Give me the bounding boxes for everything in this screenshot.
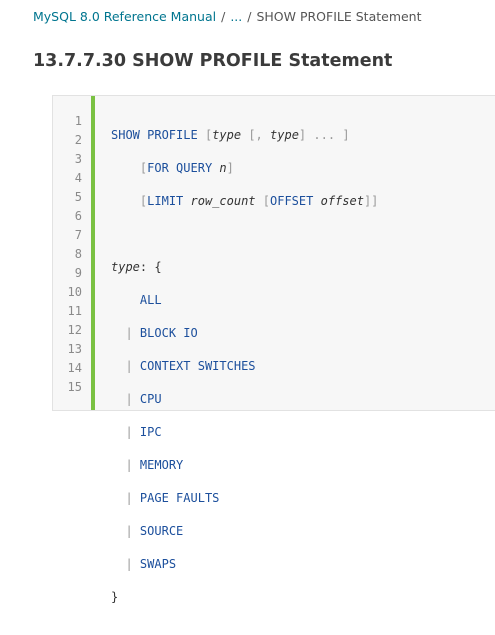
variable: type <box>270 128 299 142</box>
punct: ... <box>313 128 336 142</box>
punct: } <box>111 590 119 604</box>
line-number: 1 <box>74 114 82 128</box>
pipe: | <box>125 557 133 571</box>
line-number: 8 <box>74 247 82 261</box>
code-line: | CPU <box>111 390 378 409</box>
punct: [ <box>139 194 148 208</box>
code-line: | SWAPS <box>111 555 378 574</box>
code-line <box>111 225 378 244</box>
keyword: FOR QUERY <box>147 161 213 175</box>
keyword: PAGE FAULTS <box>139 491 220 505</box>
line-number: 7 <box>74 228 82 242</box>
code-line: | PAGE FAULTS <box>111 489 378 508</box>
breadcrumb-separator: / <box>221 9 226 24</box>
keyword: BLOCK IO <box>139 326 198 340</box>
code-line: } <box>111 588 378 607</box>
code-line: | IPC <box>111 423 378 442</box>
pipe: | <box>125 392 133 406</box>
line-number: 11 <box>67 304 82 318</box>
code-line: | SOURCE <box>111 522 378 541</box>
code-text[interactable]: SHOW PROFILE [type [, type] ... ] [FOR Q… <box>111 112 378 635</box>
code-line: [FOR QUERY n] <box>111 159 378 178</box>
punct: ] <box>298 128 307 142</box>
variable: type <box>212 128 242 142</box>
line-number: 4 <box>74 171 82 185</box>
punct: ]] <box>363 194 379 208</box>
line-number: 2 <box>74 133 82 147</box>
punct: [ <box>262 194 270 208</box>
line-number: 10 <box>67 285 82 299</box>
breadcrumb: MySQL 8.0 Reference Manual /... / SHOW PROF… <box>33 9 422 24</box>
page-title: 13.7.7.30 SHOW PROFILE Statement <box>33 51 393 71</box>
pipe: | <box>125 491 133 505</box>
code-line: [LIMIT row_count [OFFSET offset]] <box>111 192 379 211</box>
variable: type <box>111 260 140 274</box>
code-accent-bar <box>91 96 95 410</box>
punct: , <box>255 128 263 142</box>
keyword: ALL <box>139 293 162 307</box>
line-number: 6 <box>74 209 82 223</box>
punct: ] <box>342 128 350 142</box>
variable: offset <box>320 194 364 208</box>
variable: row_count <box>190 194 256 208</box>
line-number: 15 <box>67 380 82 394</box>
line-number: 13 <box>67 342 82 356</box>
line-number: 3 <box>74 152 82 166</box>
breadcrumb-separator: / <box>247 9 252 24</box>
line-number: 14 <box>67 361 82 375</box>
pipe: | <box>125 326 133 340</box>
variable: n <box>219 161 227 175</box>
code-line: | BLOCK IO <box>111 324 378 343</box>
breadcrumb-link-manual[interactable]: MySQL 8.0 Reference Manual <box>33 9 217 24</box>
code-line: ALL <box>111 291 378 310</box>
punct: ] <box>226 161 234 175</box>
keyword: SOURCE <box>139 524 184 538</box>
code-block: 1 2 3 4 5 6 7 8 9 10 11 12 13 14 15 SHOW… <box>52 95 495 604</box>
keyword: OFFSET <box>270 194 314 208</box>
code-line: | MEMORY <box>111 456 378 475</box>
code-line: | CONTEXT SWITCHES <box>111 357 378 376</box>
code-line: SHOW PROFILE [type [, type] ... ] <box>111 126 378 145</box>
code-line: type: { <box>111 258 378 277</box>
pipe: | <box>125 458 133 472</box>
line-number: 12 <box>67 323 82 337</box>
punct: [ <box>139 161 148 175</box>
keyword: CONTEXT SWITCHES <box>139 359 256 373</box>
line-number-gutter: 1 2 3 4 5 6 7 8 9 10 11 12 13 14 15 <box>53 96 91 410</box>
line-number: 5 <box>74 190 82 204</box>
keyword: MEMORY <box>139 458 184 472</box>
keyword: CPU <box>139 392 162 406</box>
pipe: | <box>125 425 133 439</box>
pipe: | <box>125 359 133 373</box>
pipe: | <box>125 524 133 538</box>
punct: [ <box>248 128 256 142</box>
keyword: SHOW PROFILE <box>111 128 198 142</box>
line-number: 9 <box>74 266 82 280</box>
breadcrumb-link-ellipsis[interactable]: ... <box>230 9 243 24</box>
keyword: SWAPS <box>139 557 177 571</box>
keyword: LIMIT <box>147 194 184 208</box>
breadcrumb-current: SHOW PROFILE Statement <box>256 9 422 24</box>
punct: [ <box>204 128 213 142</box>
keyword: IPC <box>139 425 162 439</box>
punct: : { <box>139 260 162 274</box>
